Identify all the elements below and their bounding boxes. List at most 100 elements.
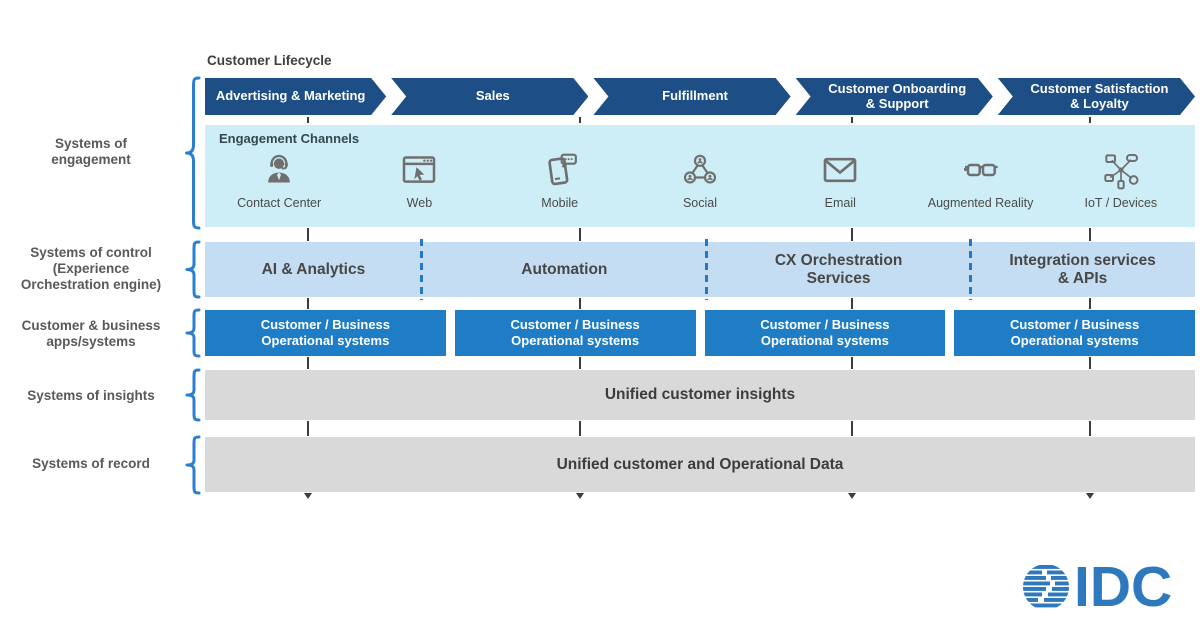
connector-line: [579, 357, 581, 369]
side-label-line: Systems of: [54, 136, 128, 151]
operational-systems-row: Customer / Business Operational systems …: [205, 310, 1195, 356]
stage-advertising-marketing: Advertising & Marketing: [205, 78, 386, 115]
operational-systems-box: Customer / Business Operational systems: [704, 310, 946, 356]
side-label-line: Systems of record: [32, 456, 150, 471]
connector-line: [851, 228, 853, 241]
channel-label: Web: [406, 196, 433, 210]
channel-label: Mobile: [541, 196, 579, 210]
engagement-channels-list: Contact Center Web: [209, 147, 1191, 225]
down-arrow-icon: [1085, 493, 1094, 499]
down-arrow-icon: [303, 493, 312, 499]
channel-label: IoT / Devices: [1084, 196, 1158, 210]
connector-line: [851, 357, 853, 369]
stage-fulfillment: Fulfillment: [593, 78, 790, 115]
connector-line: [579, 228, 581, 241]
control-cx-orchestration: CX Orchestration Services: [707, 239, 972, 300]
box-label: Customer / Business: [260, 316, 391, 332]
dashed-separator: [705, 239, 709, 300]
stage-label: Advertising & Marketing: [215, 88, 366, 104]
stage-onboarding-support: Customer Onboarding & Support: [796, 78, 993, 115]
connector-line: [579, 117, 581, 123]
brace-customer-business-apps: [185, 308, 201, 358]
connector-line: [307, 357, 309, 369]
connector-line: [851, 298, 853, 309]
operational-systems-box: Customer / Business Operational systems: [205, 310, 446, 356]
box-label: Customer / Business: [1009, 316, 1140, 332]
down-arrow-icon: [575, 493, 584, 499]
web-browser-icon: [399, 147, 439, 193]
side-label-line: Orchestration engine): [20, 276, 162, 292]
stage-label: & Loyalty: [1070, 95, 1129, 111]
channel-web: Web: [349, 147, 489, 225]
stage-label: & Support: [865, 95, 929, 111]
side-label-line: apps/systems: [46, 333, 136, 349]
box-label: Operational systems: [1010, 333, 1139, 348]
connector-line: [579, 421, 581, 436]
channel-label: Email: [824, 196, 856, 210]
down-arrow-icon: [847, 493, 856, 499]
operational-systems-box: Customer / Business Operational systems: [454, 310, 696, 356]
control-label: CX Orchestration: [774, 251, 903, 269]
brace-systems-of-insights: [185, 368, 201, 422]
connector-line: [579, 298, 581, 309]
dashed-separator: [420, 239, 424, 300]
control-automation: Automation: [422, 239, 709, 300]
idc-logo-text: IDC: [1074, 555, 1172, 616]
side-label-systems-of-engagement: Systems of engagement: [0, 136, 182, 168]
brace-systems-of-control: [185, 240, 201, 299]
lifecycle-stage-arrows: Advertising & Marketing Sales Fulfillmen…: [205, 78, 1195, 115]
contact-center-icon: [259, 147, 299, 193]
side-label-customer-business-apps: Customer & business apps/systems: [0, 318, 182, 350]
control-integration-apis: Integration services & APIs: [970, 242, 1195, 297]
side-label-line: engagement: [51, 151, 131, 167]
mobile-chat-icon: [540, 147, 580, 193]
connector-line: [307, 228, 309, 241]
unified-data-band: Unified customer and Operational Data: [205, 437, 1195, 492]
channel-email: Email: [770, 147, 910, 225]
unified-customer-insights-band: Unified customer insights: [205, 370, 1195, 420]
channel-label: Social: [682, 196, 717, 210]
operational-systems-box: Customer / Business Operational systems: [954, 310, 1195, 356]
side-label-line: Systems of control: [30, 245, 152, 260]
connector-line: [1089, 421, 1091, 436]
ar-glasses-icon: [961, 147, 1001, 193]
side-label-systems-of-record: Systems of record: [0, 456, 182, 472]
idc-globe-icon: [1023, 565, 1069, 608]
stage-satisfaction-loyalty: Customer Satisfaction & Loyalty: [998, 78, 1195, 115]
engagement-channels-band: Engagement Channels Contact Center: [205, 125, 1195, 227]
side-label-systems-of-insights: Systems of insights: [0, 388, 182, 404]
channel-mobile: Mobile: [490, 147, 630, 225]
dashed-separator: [968, 239, 972, 300]
insights-label: Unified customer insights: [604, 386, 796, 403]
connector-line: [851, 117, 853, 123]
connector-line: [1089, 228, 1091, 241]
control-ai-analytics: AI & Analytics: [205, 239, 424, 300]
channel-social: Social: [630, 147, 770, 225]
side-label-line: Systems of insights: [27, 388, 155, 403]
connector-line: [307, 117, 309, 123]
social-network-icon: [680, 147, 720, 193]
channel-label: Contact Center: [237, 196, 322, 210]
connector-line: [1089, 298, 1091, 309]
control-label: AI & Analytics: [261, 260, 366, 278]
email-envelope-icon: [820, 147, 860, 193]
idc-logo: IDC: [1022, 554, 1182, 621]
control-label: & APIs: [1057, 269, 1108, 287]
control-label: Automation: [521, 260, 608, 278]
brace-systems-of-engagement: [185, 76, 201, 230]
box-label: Customer / Business: [760, 316, 890, 332]
side-label-line: (Experience: [52, 260, 130, 276]
connector-line: [307, 421, 309, 436]
control-label: Integration services: [1009, 251, 1156, 269]
channel-iot-devices: IoT / Devices: [1051, 147, 1191, 225]
engagement-channels-title: Engagement Channels: [219, 131, 360, 146]
side-label-line: Customer & business: [21, 318, 161, 333]
stage-sales: Sales: [391, 78, 588, 115]
control-label: Services: [806, 269, 871, 287]
connector-line: [1089, 117, 1091, 123]
channel-label: Augmented Reality: [927, 196, 1034, 210]
stage-label: Customer Satisfaction: [1030, 80, 1169, 96]
iot-devices-icon: [1101, 147, 1141, 193]
box-label: Customer / Business: [510, 316, 640, 332]
